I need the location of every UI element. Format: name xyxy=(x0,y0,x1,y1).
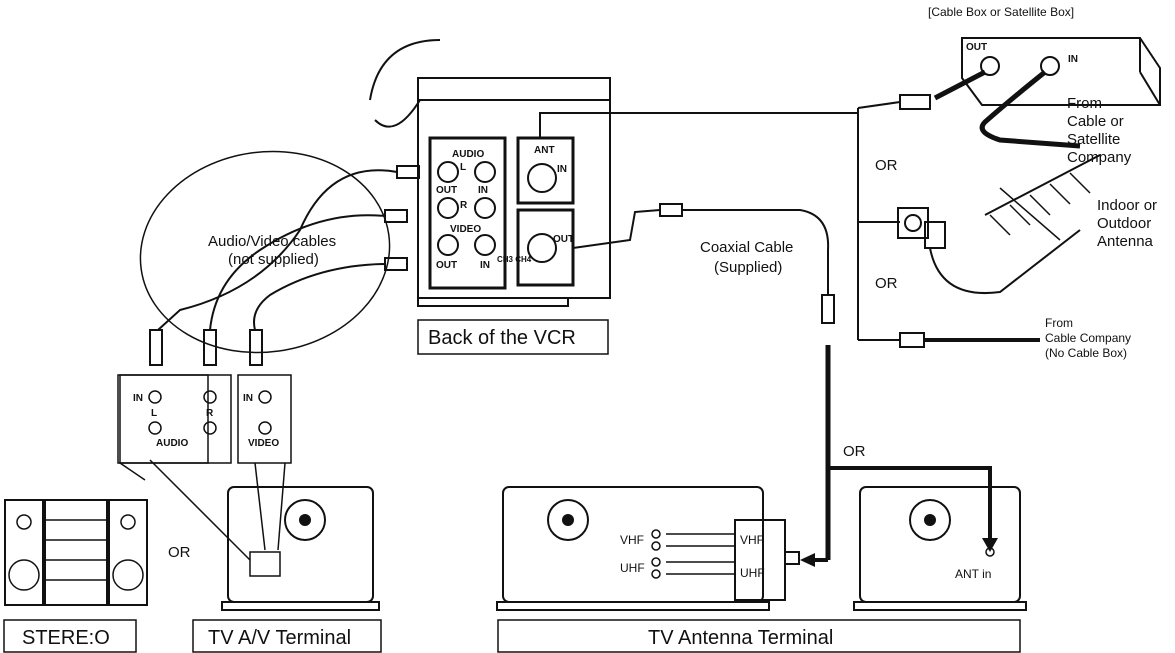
tv-uhf: UHF xyxy=(620,561,645,575)
term-l: L xyxy=(151,408,157,419)
splitter-uhf: UHF xyxy=(740,566,765,580)
ant-in-cable xyxy=(539,112,858,138)
tv-av-label-box xyxy=(192,619,382,653)
from-cable-co-line3: (No Cable Box) xyxy=(1045,346,1127,360)
indoor-line1: Indoor or xyxy=(1097,197,1157,214)
from-cable-co-line2: Cable Company xyxy=(1045,331,1131,345)
vcr-in-audio-label: IN xyxy=(478,185,488,196)
box-in-label: IN xyxy=(1068,54,1078,65)
video-terminal-callout xyxy=(237,374,292,551)
vcr-ant-in-label: IN xyxy=(557,164,567,175)
back-vcr-label: Back of the VCR xyxy=(428,327,576,349)
stereo-label: STERE:O xyxy=(22,627,110,649)
term-in-video: IN xyxy=(243,393,253,404)
input-source-bus xyxy=(857,94,1040,348)
tv-antenna-right xyxy=(853,486,1027,611)
vcr-out-audio-label: OUT xyxy=(436,185,457,196)
av-cables-label-line1: Audio/Video cables xyxy=(208,233,336,250)
box-title: [Cable Box or Satellite Box] xyxy=(928,5,1074,19)
or-label-4: OR xyxy=(168,544,191,561)
coax-label-line1: Coaxial Cable xyxy=(700,239,793,256)
vcr-ant-out-label: OUT xyxy=(553,234,574,245)
indoor-line3: Antenna xyxy=(1097,233,1154,250)
from-cable-co-line1: From xyxy=(1045,316,1073,330)
coax-label-line2: (Supplied) xyxy=(714,259,782,276)
ant-in-label: ANT in xyxy=(955,567,991,581)
audio-terminal-frame xyxy=(117,374,232,464)
term-audio: AUDIO xyxy=(156,438,188,449)
vcr-out-video-label: OUT xyxy=(436,260,457,271)
or-label-1: OR xyxy=(875,157,898,174)
tv-ant-label: TV Antenna Terminal xyxy=(648,627,833,649)
splitter-vhf: VHF xyxy=(740,533,764,547)
tv-av xyxy=(221,486,380,611)
from-cable-sat-line4: Company xyxy=(1067,149,1132,166)
stereo-unit xyxy=(4,499,148,606)
vcr-back-panel xyxy=(369,39,611,307)
from-cable-sat-line1: From xyxy=(1067,95,1102,112)
tv-vhf: VHF xyxy=(620,533,644,547)
tv-antenna-left xyxy=(496,486,800,611)
vcr-ant-label: ANT xyxy=(534,145,555,156)
term-video: VIDEO xyxy=(248,438,279,449)
term-in-audio: IN xyxy=(133,393,143,404)
indoor-line2: Outdoor xyxy=(1097,215,1151,232)
vcr-l-label: L xyxy=(460,162,466,173)
or-label-2: OR xyxy=(875,275,898,292)
vcr-video-label: VIDEO xyxy=(450,224,481,235)
cable-satellite-box: [Cable Box or Satellite Box] OUT IN From… xyxy=(928,5,1161,166)
stereo-label-box xyxy=(3,619,137,653)
box-out-label: OUT xyxy=(966,42,987,53)
tv-av-label: TV A/V Terminal xyxy=(208,627,351,649)
tv-ant-label-box xyxy=(497,619,1021,653)
av-cables-label-line2: (not supplied) xyxy=(228,251,319,268)
vcr-audio-label: AUDIO xyxy=(452,149,484,160)
antenna xyxy=(897,154,1101,294)
vcr-in-video-label: IN xyxy=(480,260,490,271)
coaxial-cable xyxy=(659,203,998,567)
term-r: R xyxy=(206,408,214,419)
from-cable-sat-line2: Cable or xyxy=(1067,113,1124,130)
vcr-ch-label: CH3 CH4 xyxy=(497,255,532,264)
vcr-r-label: R xyxy=(460,200,468,211)
or-label-3: OR xyxy=(843,443,866,460)
from-cable-sat-line3: Satellite xyxy=(1067,131,1120,148)
av-cables xyxy=(139,150,420,366)
back-vcr-label-box xyxy=(417,319,609,355)
ant-out-cable xyxy=(572,209,661,249)
